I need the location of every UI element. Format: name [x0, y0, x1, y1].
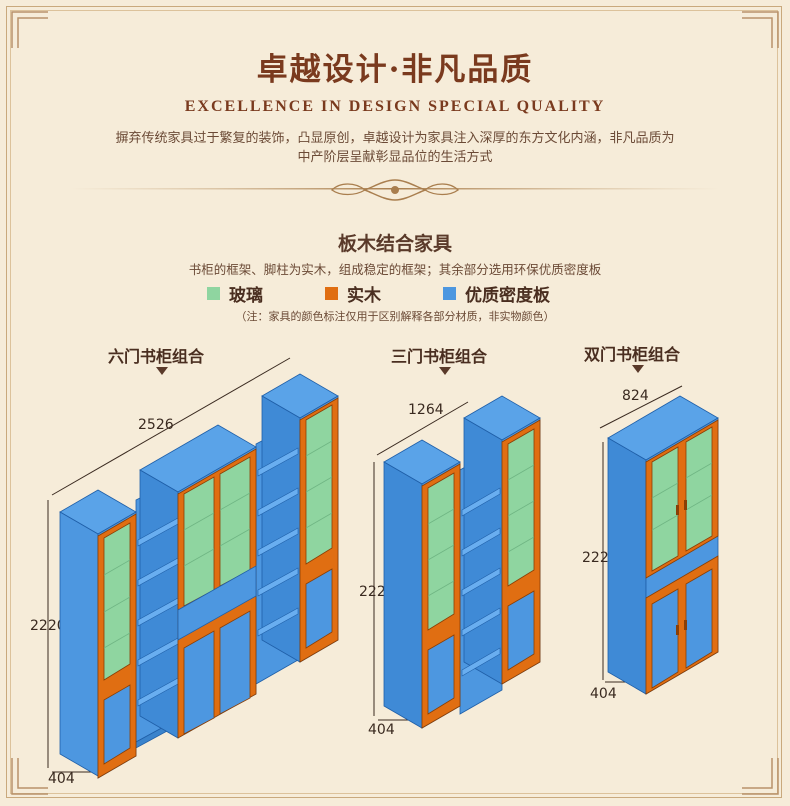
- intro-text: 摒弃传统家具过于繁复的装饰，凸显原创，卓越设计为家具注入深厚的东方文化内涵，非凡…: [60, 129, 730, 167]
- dim-width-two: 824: [622, 388, 649, 404]
- dim-width-three: 1264: [408, 402, 444, 418]
- ornament-divider-icon: [70, 179, 720, 201]
- glass-swatch: [207, 286, 220, 300]
- color-note: （注：家具的颜色标注仅用于区别解释各部分材质，非实物颜色）: [235, 310, 555, 323]
- corner-ornament-icon: [11, 11, 48, 48]
- dim-depth-three: 404: [368, 722, 395, 738]
- corner-ornament-icon: [742, 758, 779, 795]
- dim-width-six: 2526: [138, 417, 174, 433]
- combo-title-six-door: 六门书柜组合: [108, 347, 205, 366]
- intro-line-2: 中产阶层呈献彰显品位的生活方式: [297, 150, 493, 165]
- dim-depth-two: 404: [590, 686, 617, 702]
- page-subtitle: EXCELLENCE IN DESIGN SPECIAL QUALITY: [184, 98, 606, 115]
- outer-frame: [6, 6, 782, 798]
- combo-title-three-door: 三门书柜组合: [391, 347, 488, 366]
- legend-label: 优质密度板: [465, 285, 550, 306]
- legend-label: 玻璃: [229, 285, 263, 306]
- page-title: 卓越设计·非凡品质: [256, 52, 534, 88]
- corner-ornament-icon: [11, 758, 48, 795]
- legend-item-board: 优质密度板: [443, 283, 550, 306]
- combo-title-two-door: 双门书柜组合: [584, 345, 681, 364]
- wood-swatch: [325, 286, 338, 300]
- triangle-down-icon: [439, 367, 451, 375]
- section-title: 板木结合家具: [337, 233, 452, 255]
- legend-item-wood: 实木: [325, 283, 381, 306]
- triangle-down-icon: [156, 367, 168, 375]
- legend-item-glass: 玻璃: [207, 283, 263, 306]
- corner-ornament-icon: [742, 11, 779, 48]
- board-swatch: [443, 286, 456, 300]
- intro-line-1: 摒弃传统家具过于繁复的装饰，凸显原创，卓越设计为家具注入深厚的东方文化内涵，非凡…: [115, 131, 675, 146]
- section-description: 书柜的框架、脚柱为实木，组成稳定的框架；其余部分选用环保优质密度板: [188, 262, 602, 277]
- legend-label: 实木: [347, 285, 381, 306]
- triangle-down-icon: [632, 365, 644, 373]
- dim-depth-six: 404: [48, 771, 75, 787]
- inner-frame: [10, 10, 778, 794]
